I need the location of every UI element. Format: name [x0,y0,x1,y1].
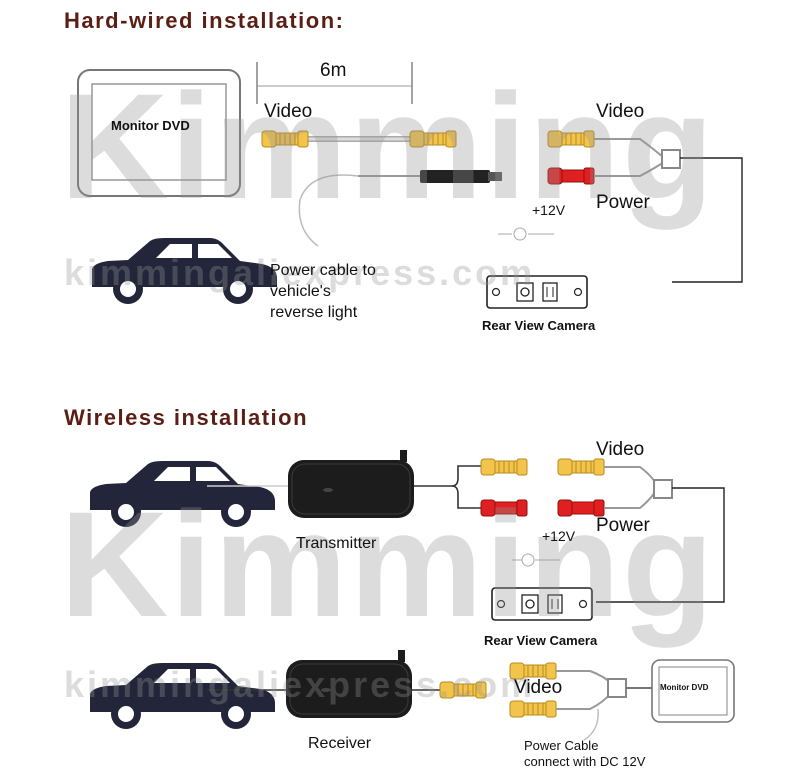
rca-plug-yellow [439,681,487,699]
monitor-harness [556,670,652,741]
car-icon-receiver [90,663,275,729]
rca-plug-yellow [557,458,605,476]
rca-plug-red [480,499,528,517]
car-icon-transmitter [90,461,275,527]
plus12v-label-top: +12V [532,202,566,218]
monitor-dvd-bottom [651,659,735,723]
distance-marker [256,62,413,104]
video-label-receiver: Video [514,677,563,698]
monitor-label-bottom: Monitor DVD [660,683,709,692]
power-cable-line3: reverse light [270,304,358,321]
camera-harness-top [594,138,743,283]
rear-view-camera-wireless [491,587,593,621]
video-label-right: Video [596,101,645,122]
receiver-module [285,649,413,719]
rca-plug-yellow [480,458,528,476]
transmitter-module [287,449,415,519]
camera-label-wireless: Rear View Camera [484,633,598,648]
fuse-symbol [512,553,560,567]
receiver-label: Receiver [308,735,372,752]
car-icon-top [92,238,277,304]
transmitter-cables [414,465,484,509]
video-cable [261,130,595,148]
rca-plug-yellow [261,130,309,148]
camera-harness-wireless [596,466,725,603]
power-label-top: Power [596,192,650,213]
rear-view-camera-top [486,275,588,309]
rca-plug-red [547,167,595,185]
video-label-left: Video [264,101,313,122]
hardwired-title: Hard-wired installation: [64,8,345,33]
power-cable-line2: vehicle's [270,283,331,300]
camera-label-top: Rear View Camera [482,318,596,333]
video-label-wireless: Video [596,439,645,460]
power-cable-dc-line1: Power Cable [524,738,599,753]
rca-plug-yellow [409,130,457,148]
transmitter-label: Transmitter [296,535,377,552]
fuse-symbol [498,227,554,241]
plus12v-label-wireless: +12V [542,528,576,544]
monitor-label-top: Monitor DVD [111,118,190,133]
wireless-title: Wireless installation [64,405,309,430]
rca-plug-yellow [547,130,595,148]
rca-plug-yellow [509,700,557,718]
distance-label: 6m [320,60,347,81]
rca-plug-red [557,499,605,517]
monitor-dvd-top [77,69,241,197]
power-label-wireless: Power [596,515,650,536]
power-plug-black [298,170,502,247]
power-cable-dc-line2: connect with DC 12V [524,754,646,769]
power-cable-line1: Power cable to [270,262,376,279]
